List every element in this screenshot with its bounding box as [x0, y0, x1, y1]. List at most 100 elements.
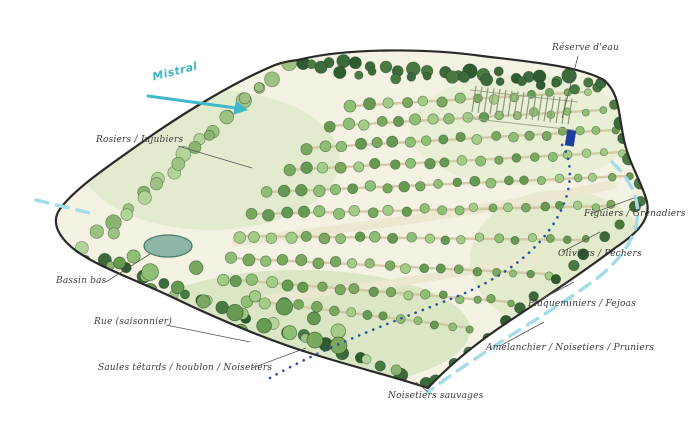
drawn-line — [483, 87, 489, 114]
tree-icon — [569, 84, 580, 95]
plot-interior — [75, 54, 648, 388]
tree-icon — [319, 140, 332, 153]
tree-icon — [406, 231, 417, 243]
tree-icon — [306, 331, 324, 349]
tree-icon — [507, 299, 515, 308]
tree-icon — [445, 70, 459, 84]
tree-icon — [317, 281, 328, 292]
tree-icon — [528, 291, 539, 302]
tree-icon — [342, 117, 356, 130]
label-figuiers-grenadiers: Figuiers / Grenadiers — [584, 209, 686, 219]
tree-icon — [245, 207, 258, 220]
tree-icon — [258, 297, 271, 310]
tree-icon — [364, 258, 375, 269]
tree-icon — [313, 205, 326, 218]
tree-icon — [386, 135, 399, 148]
tree-icon — [504, 175, 514, 186]
tree-icon — [453, 264, 464, 275]
tree-icon — [348, 205, 360, 217]
tree-icon — [420, 135, 432, 146]
tree-icon — [545, 87, 554, 97]
tree-icon — [494, 233, 505, 244]
tree-icon — [473, 295, 482, 304]
tree-icon — [249, 290, 262, 303]
leader-bassin — [105, 253, 151, 283]
tree-icon — [371, 136, 383, 149]
tree-icon — [358, 119, 370, 131]
tree-icon — [171, 157, 186, 171]
drawn-line — [531, 93, 537, 120]
tree-icon — [475, 155, 487, 167]
tree-icon — [452, 177, 463, 188]
tree-icon — [266, 276, 279, 289]
tree-icon — [364, 180, 376, 192]
leader-amelanchier — [499, 321, 545, 347]
tree-icon — [141, 263, 159, 281]
tree-icon — [575, 125, 585, 136]
tree-icon — [599, 231, 611, 243]
tree-icon — [438, 134, 449, 145]
tree-icon — [363, 97, 376, 111]
tree-icon — [307, 311, 321, 326]
tree-icon — [519, 175, 529, 185]
tree-icon — [458, 71, 470, 83]
flow-dotted — [268, 140, 572, 380]
tree-icon — [256, 317, 272, 334]
tree-icon — [295, 253, 308, 267]
tree-icon — [300, 161, 313, 174]
leader-rosiers — [177, 145, 253, 169]
tree-icon — [535, 80, 546, 91]
tree-icon — [436, 96, 448, 108]
tree-icon — [254, 82, 264, 93]
tree-icon — [554, 200, 564, 210]
drawn-line — [543, 95, 549, 122]
tree-icon — [550, 274, 562, 285]
tree-icon — [438, 290, 448, 300]
tree-icon — [335, 233, 346, 245]
tree-icon — [126, 249, 141, 264]
tree-icon — [260, 255, 272, 267]
tree-icon — [409, 113, 422, 126]
drawn-line — [495, 89, 501, 116]
tree-icon — [419, 203, 430, 214]
tree-icon — [369, 231, 381, 243]
tree-icon — [293, 299, 304, 310]
wind-arrow — [146, 94, 248, 115]
tree-icon — [295, 184, 308, 197]
tree-icon — [362, 310, 373, 320]
tree-icon — [400, 263, 411, 274]
drawn-line — [477, 86, 483, 113]
tree-icon — [521, 202, 531, 213]
tree-icon — [390, 364, 402, 376]
tree-icon — [333, 65, 347, 79]
tree-icon — [527, 233, 538, 243]
tree-icon — [530, 152, 540, 162]
tree-icon — [323, 120, 336, 133]
tree-icon — [573, 200, 583, 210]
label-saules-houblon-noisetiers: Saules têtards / houblon / Noisetiers — [98, 363, 273, 373]
tree-icon — [382, 97, 394, 109]
tree-icon — [335, 140, 347, 153]
drawn-line — [507, 90, 513, 117]
tree-icon — [417, 95, 429, 107]
tree-icon — [402, 97, 414, 109]
tree-icon — [547, 152, 558, 162]
tree-icon — [285, 231, 298, 244]
tree-icon — [486, 294, 496, 304]
tree-icon — [346, 258, 358, 269]
tree-icon — [226, 304, 244, 322]
tree-icon — [511, 153, 522, 163]
tree-icon — [424, 158, 436, 170]
tree-icon — [312, 257, 325, 270]
tree-icon — [480, 73, 494, 87]
tree-icon — [203, 129, 215, 141]
tree-icon — [587, 172, 597, 182]
tree-icon — [599, 148, 608, 157]
label-rosiers-jujubiers: Rosiers / Jujubiers — [96, 135, 184, 145]
leader-figuiers — [589, 197, 635, 215]
tree-icon — [433, 179, 443, 189]
drawn-line — [549, 96, 555, 123]
tree-icon — [297, 205, 311, 218]
tree-icon — [385, 286, 397, 298]
